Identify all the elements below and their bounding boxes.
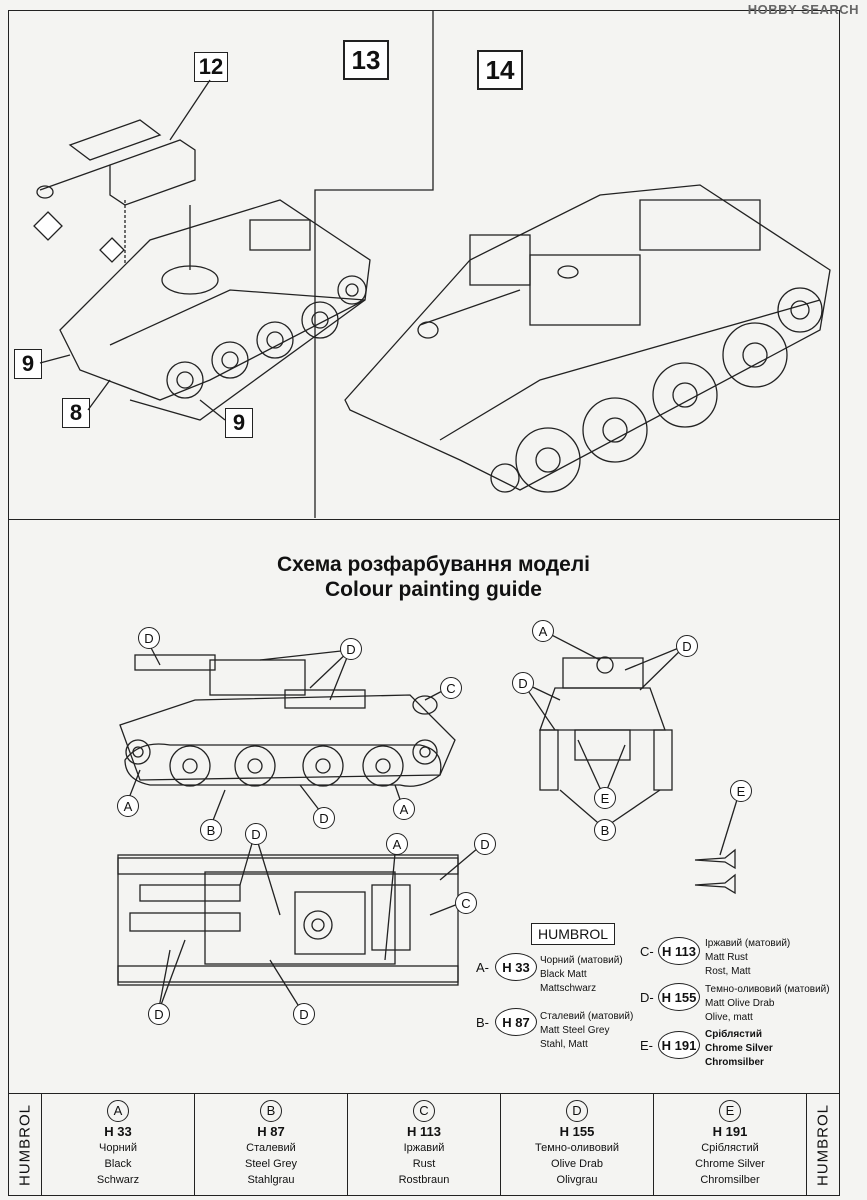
paint-code: H 33: [495, 953, 537, 981]
guide-title-en: Colour painting guide: [325, 578, 542, 601]
guide-title-uk: Схема розфарбування моделі: [276, 553, 591, 576]
paint-name-en: Matt Steel Grey: [540, 1025, 610, 1036]
callout-a: A: [117, 795, 139, 817]
callout-e: E: [730, 780, 752, 802]
callout-d: D: [293, 1003, 315, 1025]
callout-d: D: [313, 807, 335, 829]
table-side-right: HUMBROL: [806, 1094, 839, 1195]
table-uk: Іржавий: [403, 1142, 445, 1154]
table-letter: C: [413, 1100, 435, 1122]
callout-d: D: [148, 1003, 170, 1025]
paint-name-de: Chromsilber: [705, 1057, 764, 1068]
paint-code: H 191: [658, 1031, 700, 1059]
paint-name-de: Rost, Matt: [705, 966, 751, 977]
paint-name-de: Stahl, Matt: [540, 1039, 588, 1050]
callout-a: A: [393, 798, 415, 820]
table-column: D H 155 Темно-оливовий Olive Drab Olivgr…: [501, 1094, 654, 1195]
humbrol-label: HUMBROL: [531, 923, 616, 945]
table-de: Chromsilber: [700, 1174, 760, 1186]
paint-letter: E-: [640, 1038, 653, 1053]
table-de: Olivgrau: [556, 1174, 598, 1186]
table-uk: Темно-оливовий: [534, 1142, 620, 1154]
table-side-left: HUMBROL: [9, 1094, 42, 1195]
callout-c: C: [440, 677, 462, 699]
table-letter: A: [107, 1100, 129, 1122]
paint-name-uk: Чорний (матовий): [540, 955, 623, 966]
callout-d: D: [340, 638, 362, 660]
paint-name-uk: Сріблястий: [705, 1029, 762, 1040]
callout-a: A: [386, 833, 408, 855]
table-uk: Сріблястий: [701, 1142, 759, 1154]
table-code: H 113: [407, 1124, 441, 1139]
paint-table: HUMBROL A H 33 Чорний Black Schwarz B H …: [8, 1093, 840, 1196]
table-de: Rostbraun: [398, 1174, 450, 1186]
table-side-label: HUMBROL: [16, 1103, 34, 1186]
callout-b: B: [200, 819, 222, 841]
table-code: H 191: [712, 1124, 748, 1139]
part-9-label-right: 9: [225, 408, 253, 438]
top-frame: [8, 10, 840, 520]
table-column: A H 33 Чорний Black Schwarz: [42, 1094, 195, 1195]
paint-name-en: Chrome Silver: [705, 1043, 773, 1054]
table-en: Steel Grey: [245, 1158, 297, 1170]
table-code: H 155: [559, 1124, 595, 1139]
callout-d: D: [512, 672, 534, 694]
part-12-label: 12: [194, 52, 228, 82]
table-en: Black: [104, 1158, 132, 1170]
callout-e: E: [594, 787, 616, 809]
paint-name-en: Black Matt: [540, 969, 587, 980]
paint-name-uk: Іржавий (матовий): [705, 938, 791, 949]
paint-letter: D-: [640, 990, 654, 1005]
paint-letter: C-: [640, 944, 654, 959]
step-14-label: 14: [477, 50, 523, 90]
table-de: Stahlgrau: [247, 1174, 295, 1186]
part-8-label: 8: [62, 398, 90, 428]
table-letter: E: [719, 1100, 741, 1122]
table-letter: D: [566, 1100, 588, 1122]
callout-b: B: [594, 819, 616, 841]
table-column: E H 191 Сріблястий Chrome Silver Chromsi…: [654, 1094, 806, 1195]
table-de: Schwarz: [96, 1174, 140, 1186]
table-uk: Сталевий: [246, 1142, 296, 1154]
table-code: H 87: [257, 1124, 285, 1139]
paint-name-en: Matt Rust: [705, 952, 748, 963]
paint-letter: B-: [476, 1015, 489, 1030]
callout-d: D: [138, 627, 160, 649]
paint-name-de: Olive, matt: [705, 1012, 753, 1023]
step-13-label: 13: [343, 40, 389, 80]
paint-name-uk: Темно-оливовий (матовий): [705, 984, 830, 995]
callout-d: D: [245, 823, 267, 845]
paint-name-en: Matt Olive Drab: [705, 998, 775, 1009]
part-9-label-left: 9: [14, 349, 42, 379]
paint-letter: A-: [476, 960, 489, 975]
table-en: Chrome Silver: [695, 1158, 765, 1170]
watermark: HOBBY SEARCH: [747, 2, 859, 17]
callout-d: D: [676, 635, 698, 657]
table-en: Olive Drab: [551, 1158, 603, 1170]
table-uk: Чорний: [99, 1142, 137, 1154]
table-code: H 33: [104, 1124, 132, 1139]
callout-d: D: [474, 833, 496, 855]
callout-c: C: [455, 892, 477, 914]
table-side-label: HUMBROL: [814, 1103, 832, 1186]
table-letter: B: [260, 1100, 282, 1122]
table-column: B H 87 Сталевий Steel Grey Stahlgrau: [195, 1094, 348, 1195]
paint-name-uk: Сталевий (матовий): [540, 1011, 634, 1022]
paint-code: H 155: [658, 983, 700, 1011]
table-en: Rust: [412, 1158, 436, 1170]
callout-a: A: [532, 620, 554, 642]
paint-code: H 113: [658, 937, 700, 965]
paint-code: H 87: [495, 1008, 537, 1036]
table-column: C H 113 Іржавий Rust Rostbraun: [348, 1094, 501, 1195]
paint-name-de: Mattschwarz: [540, 983, 597, 994]
